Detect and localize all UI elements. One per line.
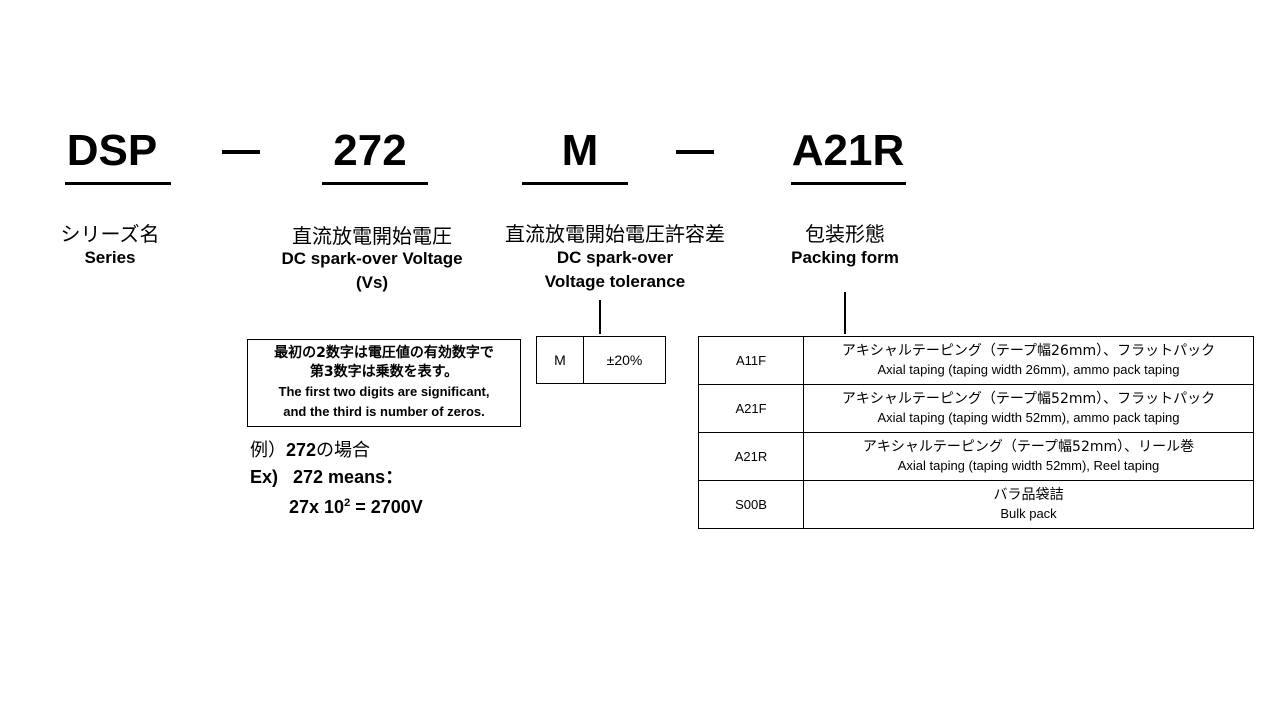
table-row: S00B バラ品袋詰 Bulk pack bbox=[698, 480, 1254, 529]
packing-desc-jp: アキシャルテーピング（テープ幅52mm）、リール巻 bbox=[862, 439, 1195, 455]
packing-desc-en: Axial taping (taping width 26mm), ammo p… bbox=[877, 362, 1180, 377]
voltage-note-en-1: The first two digits are significant, bbox=[278, 384, 490, 399]
packing-desc-jp: アキシャルテーピング（テープ幅52mm）、フラットパック bbox=[841, 391, 1216, 407]
packing-label-en: Packing form bbox=[791, 248, 899, 267]
tolerance-code-cell: M bbox=[536, 336, 584, 384]
packing-underline bbox=[791, 182, 906, 185]
packing-desc-en: Bulk pack bbox=[1000, 506, 1057, 521]
voltage-code: 272 bbox=[333, 126, 407, 175]
tolerance-label-en-2: Voltage tolerance bbox=[544, 272, 686, 291]
packing-desc-jp: バラ品袋詰 bbox=[993, 487, 1064, 503]
tolerance-value-cell: ±20% bbox=[583, 336, 666, 384]
table-row: A21F アキシャルテーピング（テープ幅52mm）、フラットパック Axial t… bbox=[698, 384, 1254, 433]
table-row: A11F アキシャルテーピング（テープ幅26mm）、フラットパック Axial t… bbox=[698, 336, 1254, 385]
packing-code-cell: S00B bbox=[698, 480, 804, 529]
voltage-underline bbox=[322, 182, 428, 185]
series-code: DSP bbox=[66, 126, 158, 175]
packing-code-cell: A11F bbox=[698, 336, 804, 385]
example-jp-prefix: 例） bbox=[250, 440, 286, 461]
voltage-label-en-2: (Vs) bbox=[355, 273, 389, 292]
tolerance-code: M bbox=[561, 126, 599, 175]
voltage-label-en-1: DC spark-over Voltage bbox=[281, 249, 463, 268]
formula-result: = 2700V bbox=[350, 497, 423, 517]
formula-exponent: 2 bbox=[344, 497, 351, 509]
series-underline bbox=[65, 182, 171, 185]
separator-dash-2 bbox=[676, 150, 714, 154]
packing-code: A21R bbox=[791, 126, 905, 175]
table-row: M ±20% bbox=[536, 336, 666, 384]
voltage-note-jp-1: 最初の2数字は電圧値の有効数字で bbox=[274, 345, 494, 361]
voltage-note-box: 最初の2数字は電圧値の有効数字で 第3数字は乗数を表す。 The first t… bbox=[247, 339, 521, 427]
tolerance-label-jp: 直流放電開始電圧許容差 bbox=[505, 222, 725, 246]
tolerance-table: M ±20% bbox=[536, 336, 666, 384]
packing-connector-line bbox=[844, 292, 846, 334]
packing-code-cell: A21F bbox=[698, 384, 804, 433]
tolerance-label-en-1: DC spark-over bbox=[556, 248, 674, 267]
voltage-label-jp: 直流放電開始電圧 bbox=[292, 224, 452, 248]
packing-table: A11F アキシャルテーピング（テープ幅26mm）、フラットパック Axial t… bbox=[698, 336, 1254, 529]
packing-desc-jp: アキシャルテーピング（テープ幅26mm）、フラットパック bbox=[841, 343, 1216, 359]
packing-label-jp: 包装形態 bbox=[805, 222, 885, 246]
tolerance-underline bbox=[522, 182, 628, 185]
table-row: A21R アキシャルテーピング（テープ幅52mm）、リール巻 Axial tapi… bbox=[698, 432, 1254, 481]
example-jp-value: 272 bbox=[286, 440, 317, 460]
example-en-label: Ex) 272 means： bbox=[250, 467, 404, 487]
packing-desc-en: Axial taping (taping width 52mm), ammo p… bbox=[877, 410, 1180, 425]
voltage-note-en-2: and the third is number of zeros. bbox=[283, 404, 485, 419]
packing-code-cell: A21R bbox=[698, 432, 804, 481]
tolerance-connector-line bbox=[599, 300, 601, 334]
series-label-en: Series bbox=[84, 248, 136, 267]
voltage-note-jp-2: 第3数字は乗数を表す。 bbox=[309, 364, 459, 380]
example-formula: 27x 102 = 2700V bbox=[289, 489, 423, 521]
example-jp-suffix: の場合 bbox=[316, 440, 371, 461]
formula-base: 27x 10 bbox=[289, 497, 345, 517]
example-jp: 例）272の場合 bbox=[250, 436, 370, 465]
packing-desc-en: Axial taping (taping width 52mm), Reel t… bbox=[897, 458, 1160, 473]
separator-dash-1 bbox=[222, 150, 260, 154]
series-label-jp: シリーズ名 bbox=[60, 222, 160, 246]
